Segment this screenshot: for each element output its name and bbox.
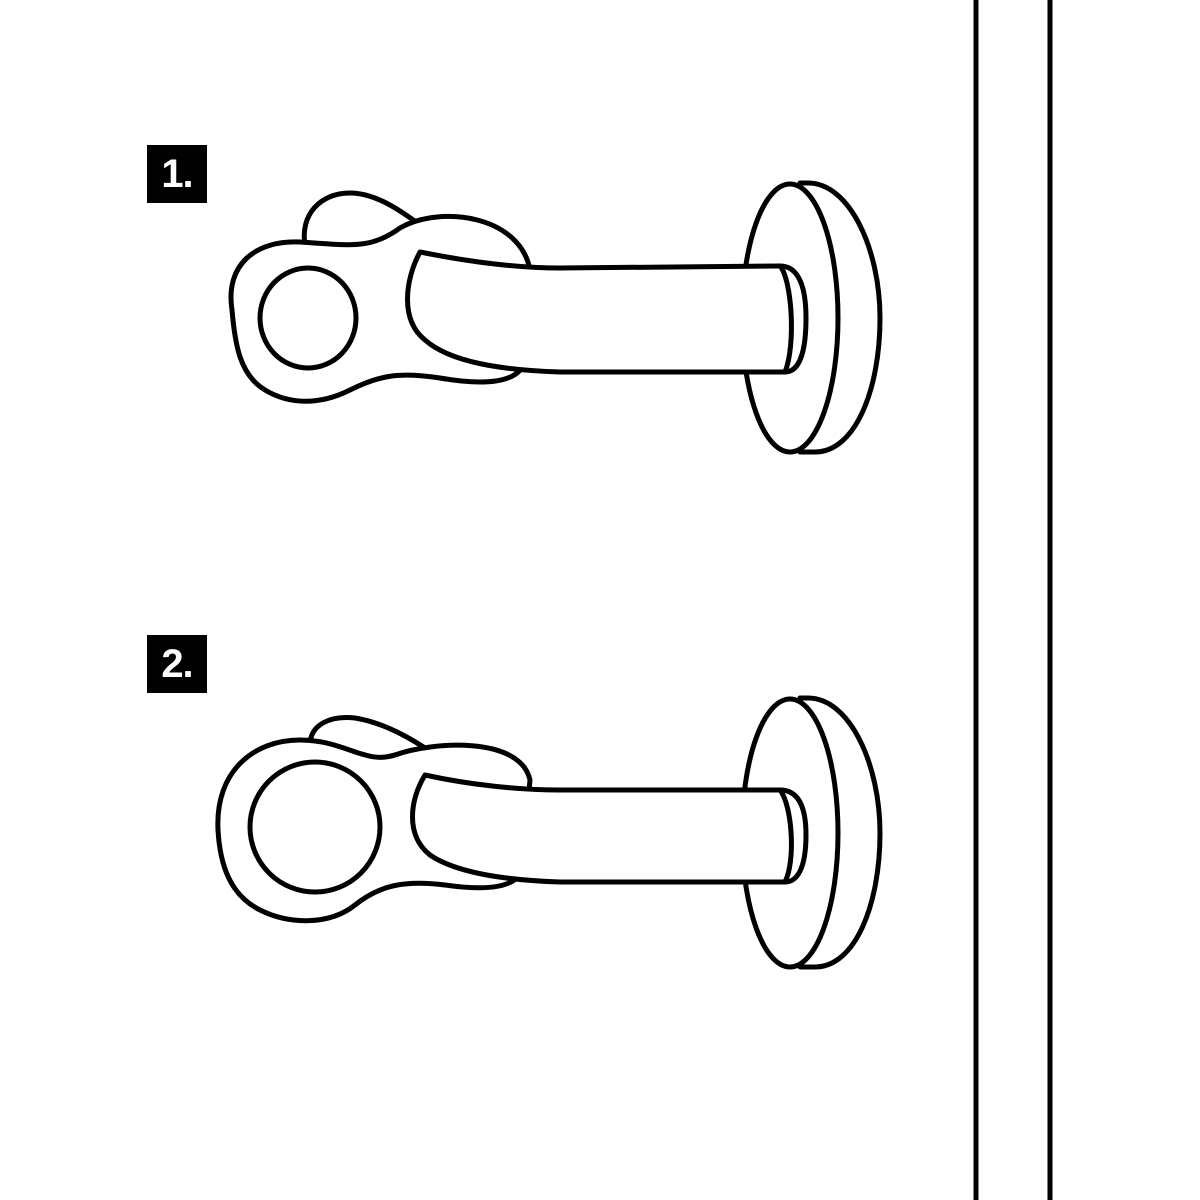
step-label-1: 1. <box>147 145 207 203</box>
ring-hole <box>247 759 383 895</box>
hook-figure-1 <box>228 180 883 455</box>
rod-end <box>777 787 794 885</box>
rod-end <box>777 263 794 375</box>
step-label-2: 2. <box>147 635 207 693</box>
hook-rod <box>410 772 809 885</box>
ring-hole <box>257 265 359 371</box>
hook-figure-2 <box>215 695 883 970</box>
hook-rod <box>405 249 809 375</box>
